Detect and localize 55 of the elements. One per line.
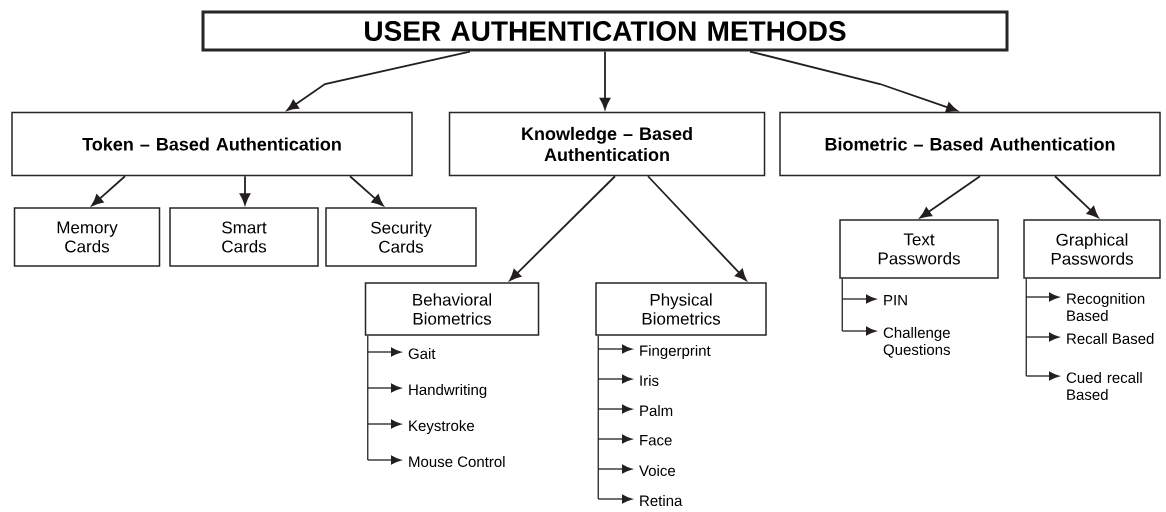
arrow: [1025, 332, 1060, 342]
item-text: Keystroke: [409, 420, 475, 434]
arrow: [647, 175, 747, 281]
arrow: [597, 464, 633, 474]
arrow: [1025, 292, 1060, 302]
item-text: Retina: [640, 495, 683, 506]
subcategory-box: Behavioral Biometrics: [364, 282, 540, 336]
item-text: PIN: [884, 295, 907, 306]
arrow: [367, 419, 402, 429]
subcategory-box: Physical Biometrics: [595, 282, 767, 336]
arrow: [1025, 371, 1060, 381]
item-text: Challenge Questions: [883, 327, 950, 358]
item-text: Mouse Control: [409, 456, 505, 467]
title-box: USER AUTHENTICATION METHODS: [201, 10, 1009, 52]
item-text: Recognition Based: [1067, 293, 1145, 321]
subcategory-box: Security Cards: [325, 207, 477, 267]
item-text: Cued recall Based: [1066, 372, 1142, 400]
arrow: [349, 175, 384, 206]
connector-line: [367, 335, 369, 461]
item-text: Handwriting: [409, 384, 487, 398]
connector-line: [1025, 278, 1027, 377]
arrow: [367, 383, 402, 393]
arrow: [841, 294, 877, 304]
arrow: [597, 494, 633, 504]
arrow: [597, 344, 633, 354]
item-text: Gait: [408, 348, 436, 359]
arrow: [597, 434, 633, 444]
category-box: Knowledge – Based Authentication: [448, 111, 766, 177]
arrow: [509, 175, 616, 281]
arrow: [597, 404, 633, 414]
arrow: [286, 50, 471, 111]
connector-line: [841, 278, 843, 332]
subcategory-box: Text Passwords: [839, 219, 999, 279]
arrow: [367, 347, 402, 357]
subcategory-box: Memory Cards: [13, 207, 161, 267]
category-box: Biometric – Based Authentication: [779, 111, 1161, 177]
item-text: Recall Based: [1067, 333, 1154, 344]
arrow: [91, 175, 126, 206]
arrow: [599, 50, 611, 110]
arrow: [919, 175, 981, 219]
arrow: [367, 455, 402, 465]
item-text: Iris: [640, 375, 659, 386]
connector-line: [597, 335, 599, 500]
subcategory-box: Smart Cards: [169, 207, 319, 267]
item-text: Palm: [640, 405, 673, 416]
item-text: Voice: [639, 465, 676, 476]
arrow: [841, 326, 877, 336]
category-box: Token – Based Authentication: [11, 111, 413, 177]
item-text: Face: [640, 435, 672, 446]
item-text: Fingerprint: [640, 345, 711, 359]
subcategory-box: Graphical Passwords: [1023, 219, 1161, 279]
arrow: [239, 175, 251, 205]
arrow: [597, 374, 633, 384]
arrow: [1054, 175, 1099, 218]
arrow: [749, 50, 958, 113]
